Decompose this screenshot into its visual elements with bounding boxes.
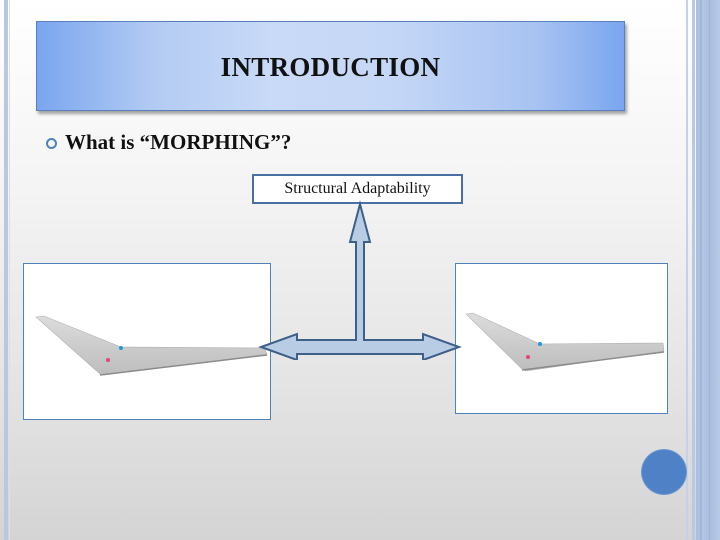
structural-adaptability-label: Structural Adaptability: [284, 180, 431, 197]
ring-bullet-icon: [46, 138, 57, 149]
right-decor-stripe: [692, 0, 695, 540]
left-decor-stripe: [4, 0, 8, 540]
right-decor-stripe: [700, 0, 702, 540]
slide-title: INTRODUCTION: [220, 51, 441, 82]
bullet-text: What is “MORPHING”?: [65, 130, 292, 154]
right-decor-stripe: [686, 0, 688, 540]
wing-icon: [465, 312, 665, 372]
triple-arrow-icon: [258, 200, 462, 360]
left-decor-stripe-thin: [9, 0, 10, 540]
right-decor-stripe: [709, 0, 710, 540]
structural-adaptability-box: Structural Adaptability: [252, 174, 463, 204]
wing-icon: [35, 315, 268, 376]
title-banner: INTRODUCTION: [36, 21, 625, 111]
swept-wing-image: [23, 263, 271, 420]
circle-icon: [642, 450, 686, 494]
morphed-wing-image: [455, 263, 668, 414]
bullet-item: What is “MORPHING”?: [46, 130, 291, 155]
